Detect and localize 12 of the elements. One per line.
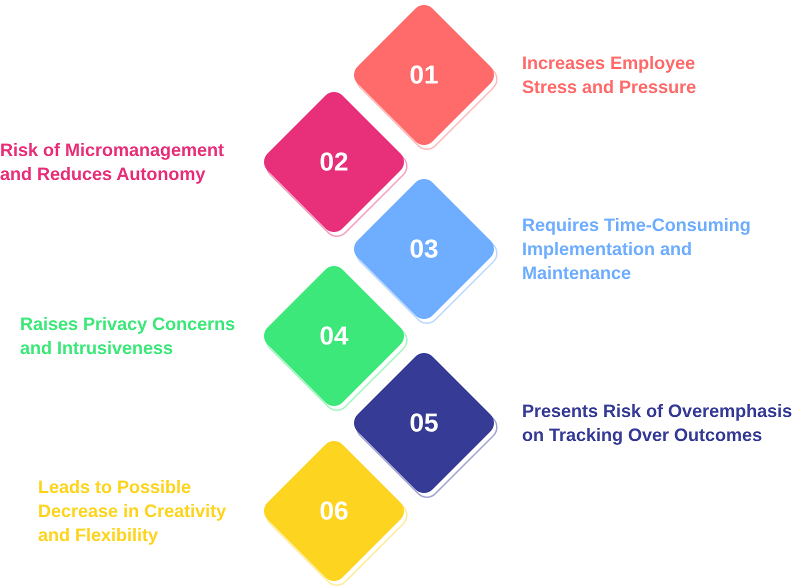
step-number: 01 [410, 60, 438, 90]
step-number: 06 [320, 496, 348, 526]
step-number: 02 [320, 146, 348, 178]
step-description: Requires Time-Consuming Implementation and Maintenance [522, 214, 752, 285]
step-description: Raises Privacy Concerns and Intrusiveness [20, 313, 236, 360]
step-description: Leads to Possible Decrease in Creativity and Flexibility [38, 476, 228, 547]
step-description: Risk of Micromanagement and Reduces Autonomy [0, 139, 226, 186]
step-number: 05 [410, 408, 438, 438]
step-number: 04 [320, 320, 348, 352]
step-description: Presents Risk of Overemphasis on Tracking Over Outcomes [522, 400, 794, 447]
step-description: Increases Employee Stress and Pressure [522, 52, 698, 99]
step-number: 03 [410, 234, 438, 264]
